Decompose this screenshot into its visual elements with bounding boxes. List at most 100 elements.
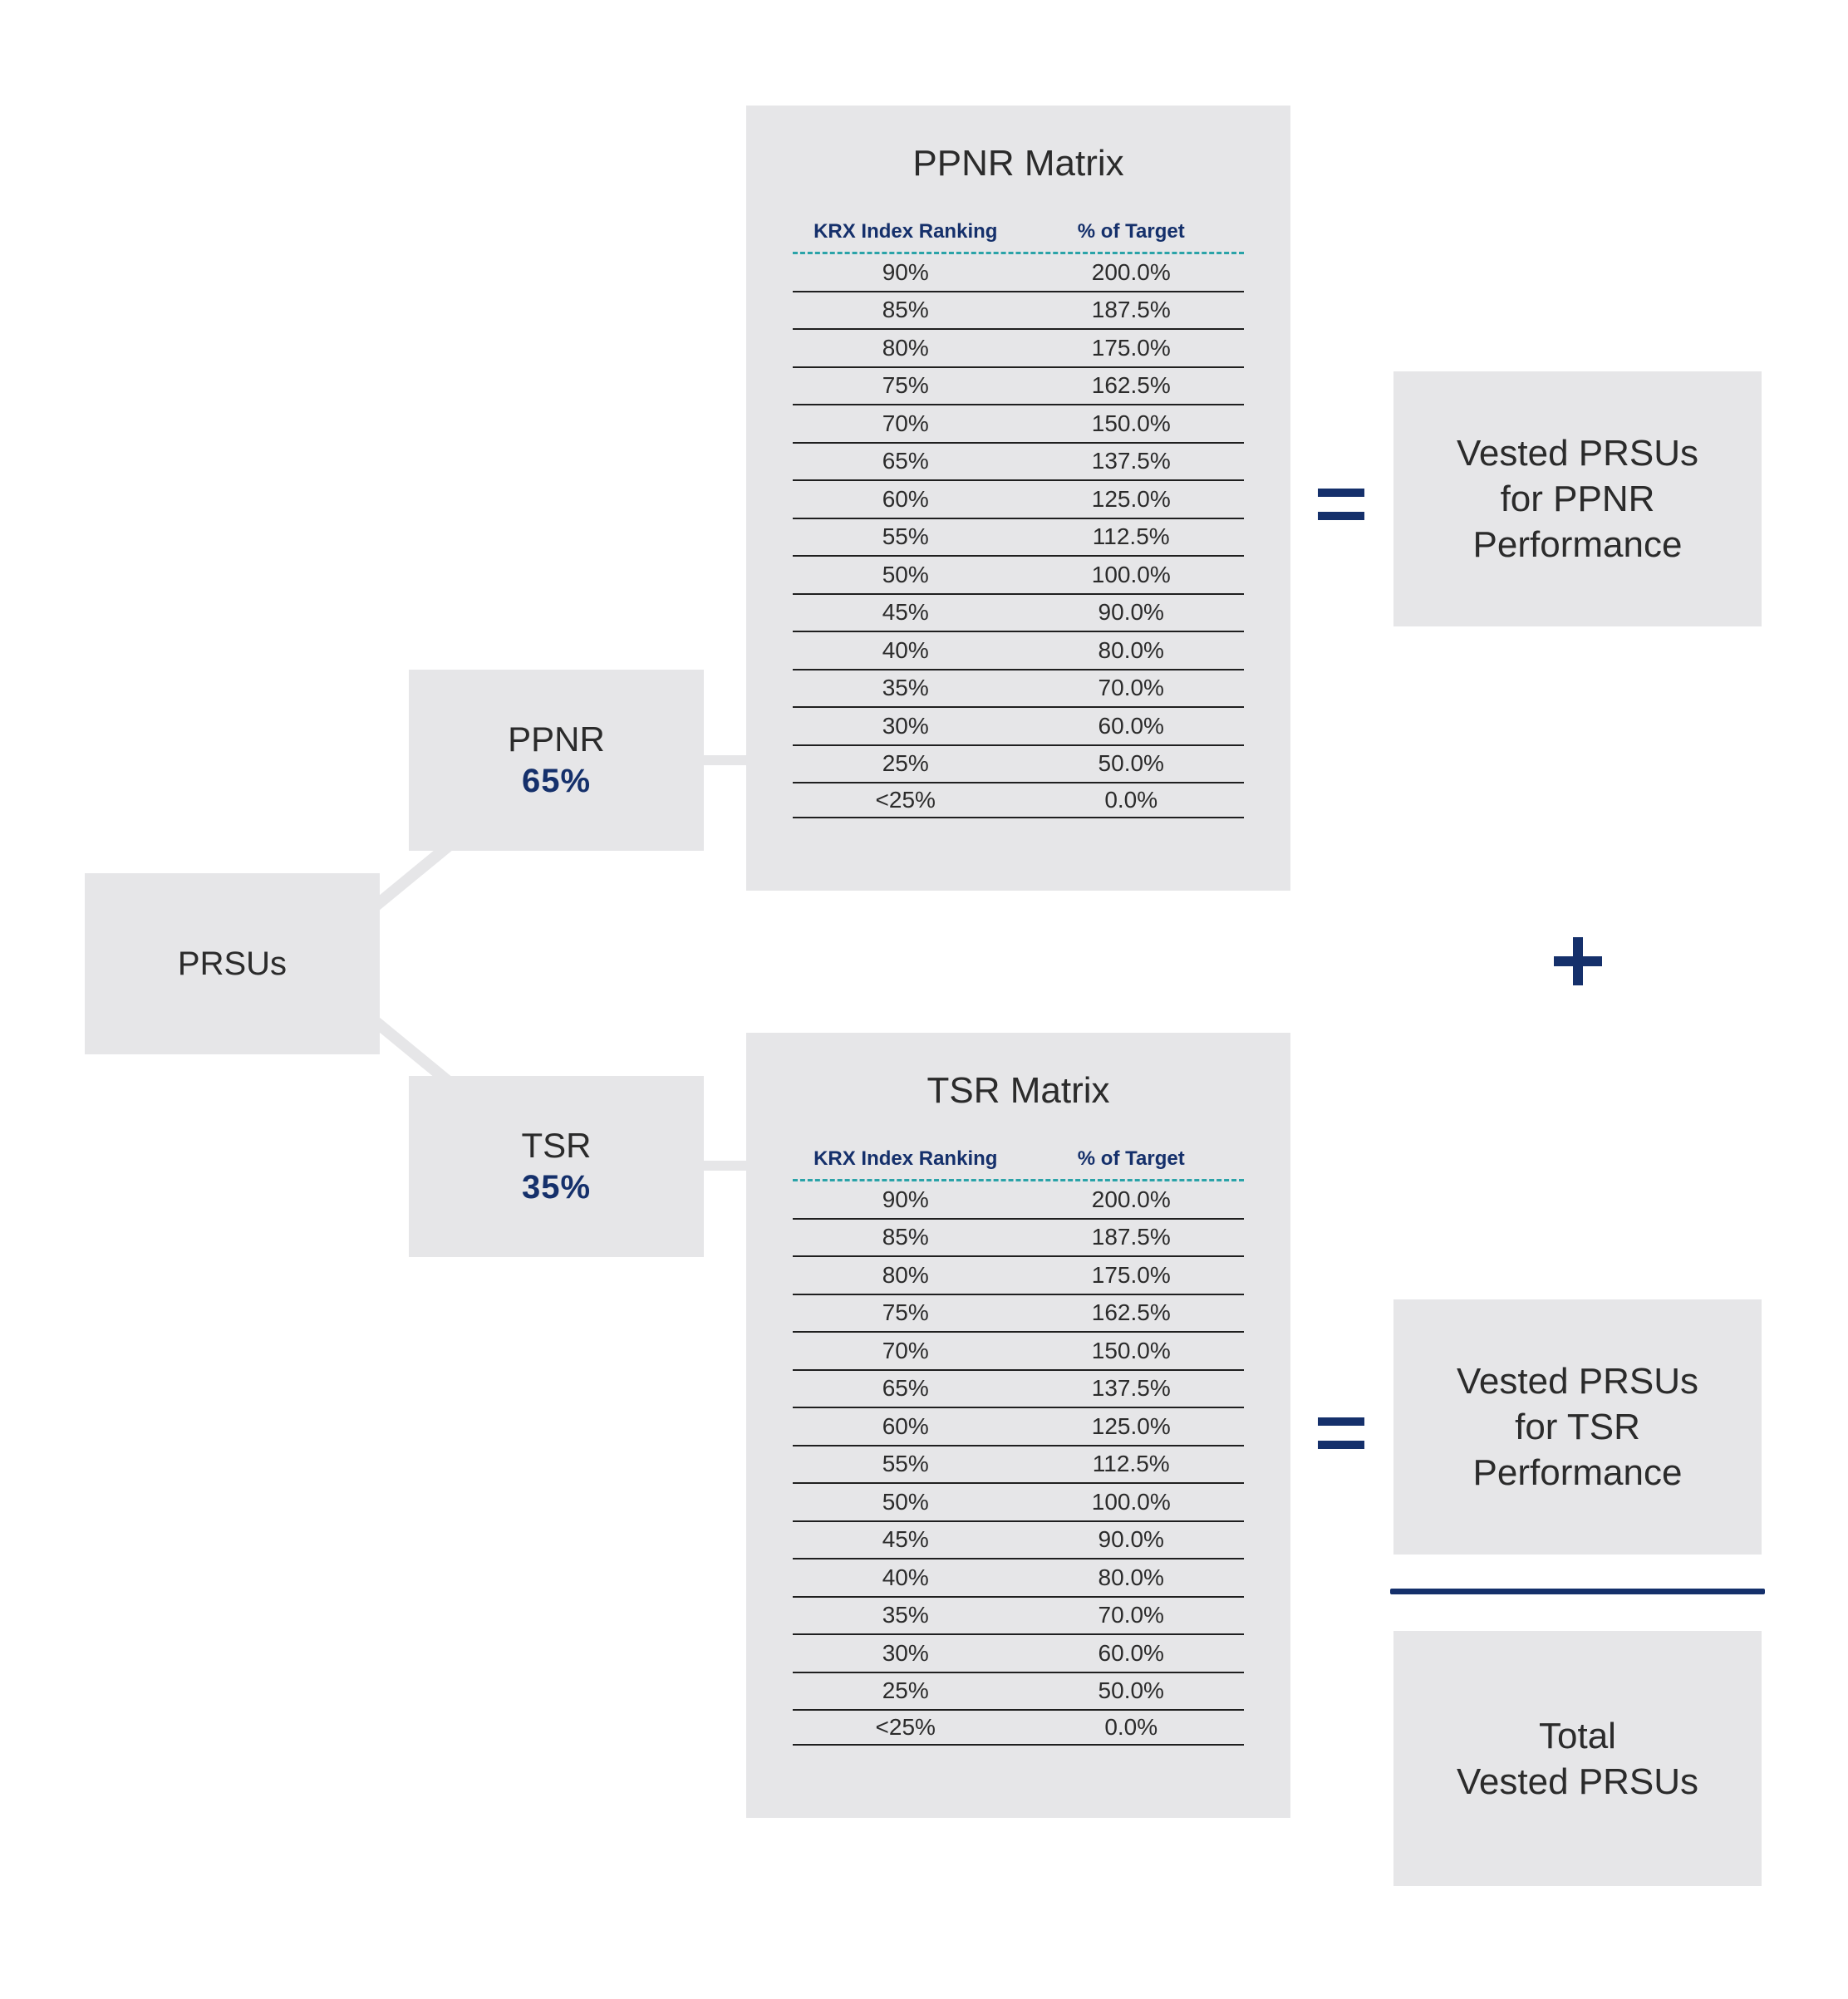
table-row: 55% 112.5% xyxy=(793,519,1244,557)
target-percent-cell: 90.0% xyxy=(1098,1526,1164,1553)
table-row: 35% 70.0% xyxy=(793,1598,1244,1635)
target-percent-cell: 0.0% xyxy=(1104,787,1158,813)
ranking-cell: 30% xyxy=(882,712,929,739)
total-line: Total xyxy=(1539,1715,1616,1756)
table-row: 80% 175.0% xyxy=(793,330,1244,368)
target-percent-cell: 80.0% xyxy=(1098,1564,1164,1590)
sum-divider xyxy=(1390,1589,1765,1594)
header-krx-index-ranking: KRX Index Ranking xyxy=(813,220,998,243)
ranking-cell: <25% xyxy=(875,787,936,813)
ranking-cell: 65% xyxy=(882,1375,929,1402)
tsr-weight: 35% xyxy=(521,1169,592,1206)
ranking-cell: 75% xyxy=(882,372,929,399)
table-row: 40% 80.0% xyxy=(793,632,1244,670)
ranking-cell: 55% xyxy=(882,523,929,550)
vested-prsus-ppnr-box: Vested PRSUs for PPNR Performance xyxy=(1393,371,1762,626)
target-percent-cell: 90.0% xyxy=(1098,599,1164,626)
connector-prsus-ppnr xyxy=(370,841,453,912)
ranking-cell: 50% xyxy=(882,1488,929,1515)
tsr-matrix: TSR Matrix KRX Index Ranking % of Target… xyxy=(746,1033,1290,1818)
ranking-cell: 30% xyxy=(882,1639,929,1666)
ranking-cell: 85% xyxy=(882,297,929,323)
target-percent-cell: 200.0% xyxy=(1091,1186,1171,1212)
target-percent-cell: 175.0% xyxy=(1091,334,1171,361)
target-percent-cell: 150.0% xyxy=(1091,1337,1171,1363)
table-row: 30% 60.0% xyxy=(793,708,1244,746)
prsus-box: PRSUs xyxy=(85,873,380,1054)
header-percent-of-target: % of Target xyxy=(1077,1147,1185,1170)
target-percent-cell: 50.0% xyxy=(1098,1677,1164,1704)
table-row: 85% 187.5% xyxy=(793,292,1244,330)
result-line: for TSR xyxy=(1515,1407,1640,1447)
connector-prsus-tsr xyxy=(370,1015,453,1087)
target-percent-cell: 0.0% xyxy=(1104,1714,1158,1740)
ranking-cell: 35% xyxy=(882,1602,929,1628)
target-percent-cell: 60.0% xyxy=(1098,712,1164,739)
header-krx-index-ranking: KRX Index Ranking xyxy=(813,1147,998,1170)
target-percent-cell: 125.0% xyxy=(1091,1412,1171,1439)
ranking-cell: 85% xyxy=(882,1224,929,1250)
target-percent-cell: 125.0% xyxy=(1091,485,1171,512)
target-percent-cell: 60.0% xyxy=(1098,1639,1164,1666)
target-percent-cell: 112.5% xyxy=(1092,1451,1170,1477)
table-row: 80%175.0% xyxy=(793,1257,1244,1295)
table-row: 60% 125.0% xyxy=(793,481,1244,519)
table-row: 35% 70.0% xyxy=(793,670,1244,708)
table-row: 75%162.5% xyxy=(793,1295,1244,1333)
ranking-cell: 65% xyxy=(882,448,929,474)
target-percent-cell: 100.0% xyxy=(1091,561,1171,587)
ranking-cell: 25% xyxy=(882,750,929,777)
ranking-cell: 55% xyxy=(882,1451,929,1477)
matrix-header-row: KRX Index Ranking % of Target xyxy=(793,1139,1244,1181)
result-line: Performance xyxy=(1472,1452,1683,1493)
table-row: <25% 0.0% xyxy=(793,1711,1244,1746)
ranking-cell: 45% xyxy=(882,599,929,626)
target-percent-cell: 175.0% xyxy=(1091,1261,1171,1288)
ranking-cell: 40% xyxy=(882,636,929,663)
matrix-header-row: KRX Index Ranking % of Target xyxy=(793,212,1244,254)
vested-prsus-tsr-box: Vested PRSUs for TSR Performance xyxy=(1393,1299,1762,1555)
target-percent-cell: 162.5% xyxy=(1091,372,1171,399)
table-row: 60% 125.0% xyxy=(793,1408,1244,1446)
ranking-cell: 70% xyxy=(882,410,929,436)
table-row: <25% 0.0% xyxy=(793,783,1244,818)
table-row: 25% 50.0% xyxy=(793,1673,1244,1711)
target-percent-cell: 162.5% xyxy=(1091,1299,1171,1326)
ranking-cell: 35% xyxy=(882,675,929,701)
tsr-weight-box: TSR 35% xyxy=(409,1076,704,1257)
target-percent-cell: 70.0% xyxy=(1098,1602,1164,1628)
target-percent-cell: 150.0% xyxy=(1091,410,1171,436)
table-row: 90%200.0% xyxy=(793,254,1244,292)
total-vested-prsus-box: Total Vested PRSUs xyxy=(1393,1631,1762,1886)
ranking-cell: 60% xyxy=(882,485,929,512)
ranking-cell: 60% xyxy=(882,1412,929,1439)
table-row: 45% 90.0% xyxy=(793,595,1244,632)
target-percent-cell: 80.0% xyxy=(1098,636,1164,663)
table-row: 25%50.0% xyxy=(793,746,1244,783)
ppnr-weight: 65% xyxy=(521,763,592,799)
target-percent-cell: 112.5% xyxy=(1092,523,1170,550)
ppnr-label: PPNR xyxy=(508,720,605,759)
tsr-matrix-title: TSR Matrix xyxy=(926,1070,1110,1111)
table-row: 75% 162.5% xyxy=(793,368,1244,405)
result-line: Vested PRSUs xyxy=(1456,433,1699,474)
ranking-cell: 90% xyxy=(882,1186,929,1212)
ppnr-matrix: PPNR Matrix KRX Index Ranking % of Targe… xyxy=(746,106,1290,891)
target-percent-cell: 100.0% xyxy=(1091,1488,1171,1515)
target-percent-cell: 137.5% xyxy=(1091,1375,1171,1402)
target-percent-cell: 70.0% xyxy=(1098,675,1164,701)
table-row: 85%187.5% xyxy=(793,1220,1244,1257)
ranking-cell: <25% xyxy=(875,1714,936,1740)
tsr-label: TSR xyxy=(521,1126,592,1165)
tsr-matrix-table: KRX Index Ranking % of Target 90% 200.0% 8… xyxy=(793,1139,1244,1746)
ppnr-matrix-table: KRX Index Ranking % of Target 90%200.0%8… xyxy=(793,212,1244,818)
table-row: 45%90.0% xyxy=(793,1522,1244,1559)
result-line: for PPNR xyxy=(1500,479,1655,519)
table-row: 50%100.0% xyxy=(793,557,1244,595)
ppnr-matrix-title: PPNR Matrix xyxy=(912,143,1124,184)
equals-icon xyxy=(1318,489,1364,522)
ranking-cell: 70% xyxy=(882,1337,929,1363)
target-percent-cell: 187.5% xyxy=(1091,297,1171,323)
ranking-cell: 80% xyxy=(882,334,929,361)
ranking-cell: 25% xyxy=(882,1677,929,1704)
